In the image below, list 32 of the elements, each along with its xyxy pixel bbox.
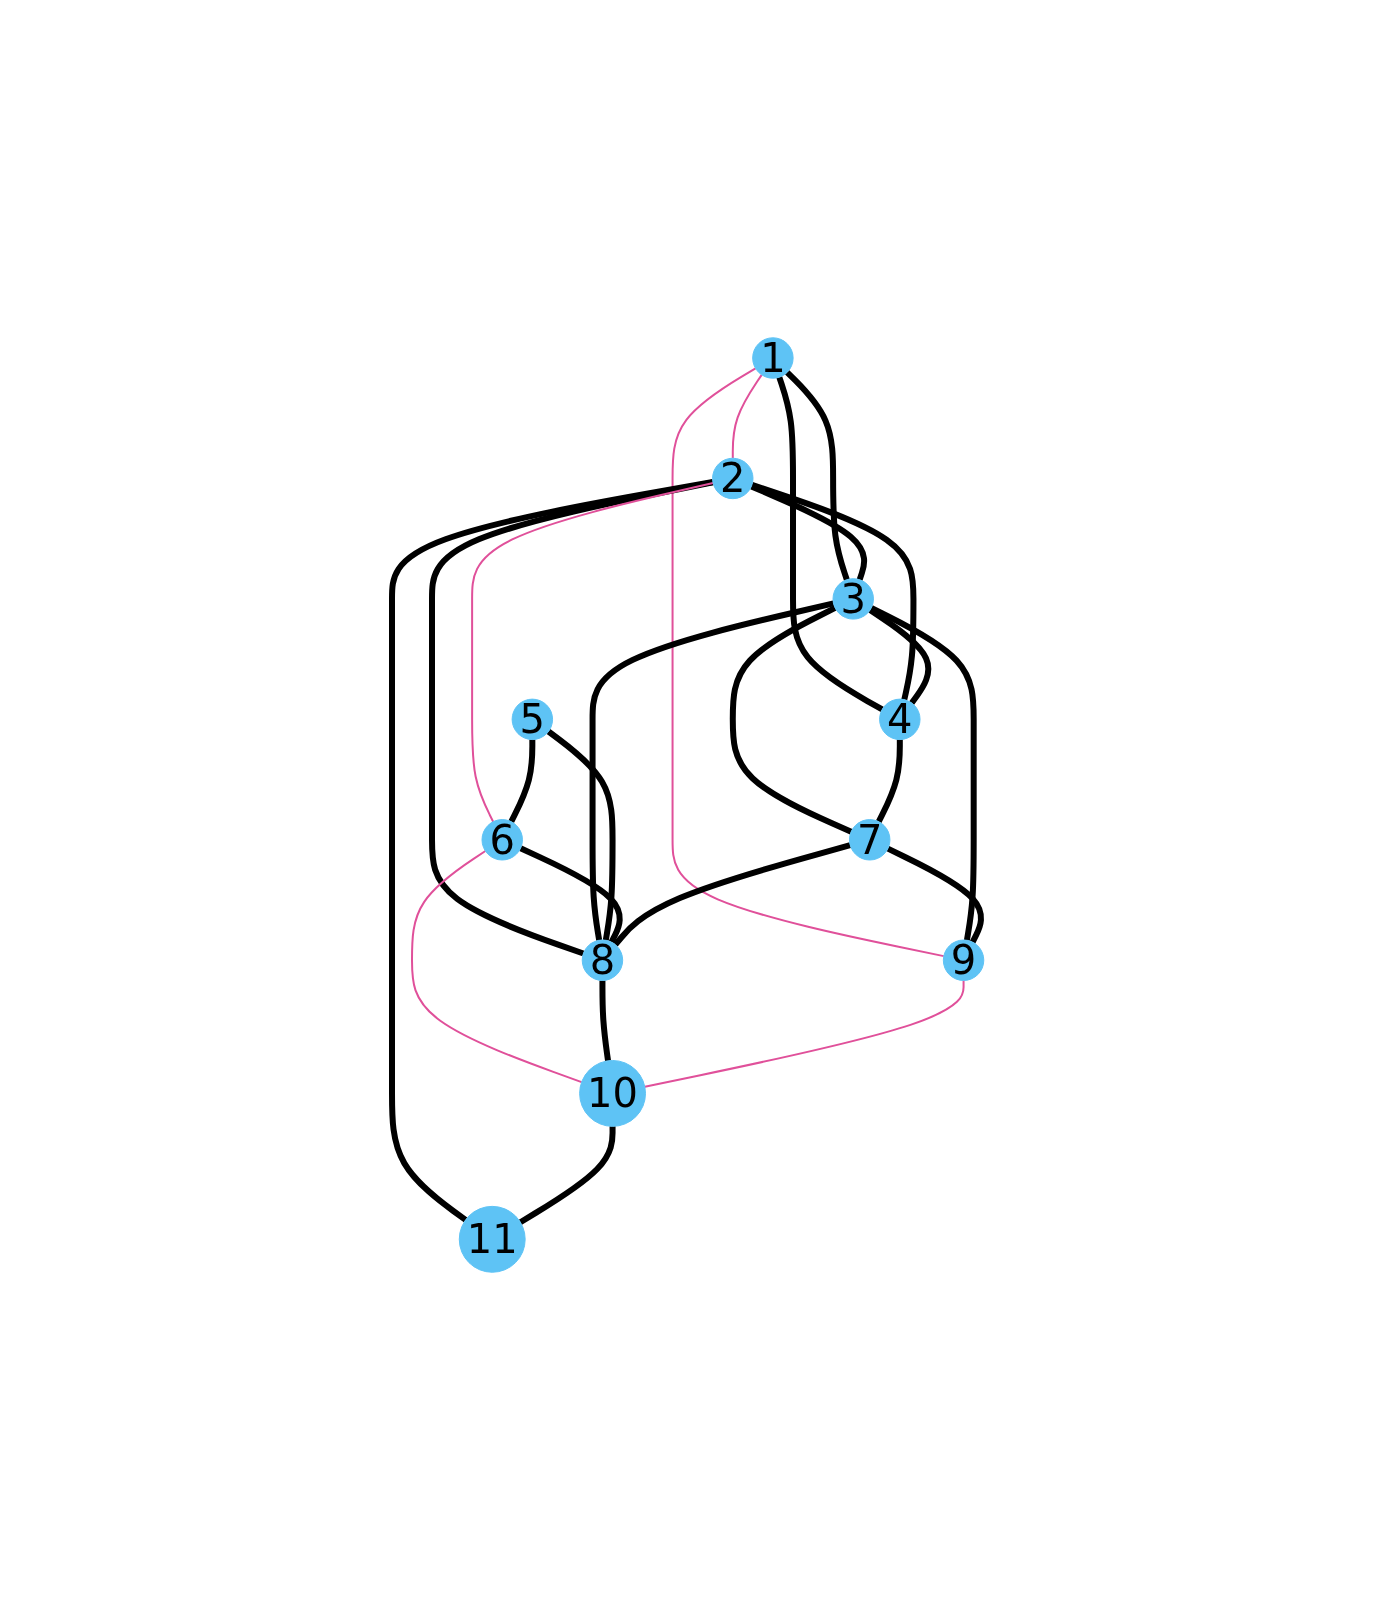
connector bbox=[751, 481, 917, 701]
connector bbox=[518, 1126, 616, 1225]
connector bbox=[546, 728, 616, 941]
connector bbox=[876, 739, 903, 823]
node-circle: 5 bbox=[511, 698, 554, 740]
connector bbox=[589, 600, 835, 941]
connector bbox=[613, 842, 852, 947]
connector bbox=[870, 605, 977, 941]
node-circle: 11 bbox=[458, 1205, 526, 1273]
connector bbox=[411, 849, 583, 1083]
node-circle: 4 bbox=[879, 698, 921, 740]
node-circle: 3 bbox=[832, 578, 875, 620]
node-circle: 1 bbox=[752, 337, 794, 379]
connector bbox=[389, 478, 714, 1223]
connector bbox=[729, 605, 853, 835]
connector bbox=[599, 980, 612, 1062]
node-circle: 7 bbox=[849, 818, 891, 861]
connector bbox=[731, 373, 763, 460]
connector bbox=[643, 979, 965, 1088]
connector bbox=[776, 376, 884, 712]
connector bbox=[429, 479, 714, 957]
connector bbox=[886, 845, 985, 944]
connector bbox=[671, 367, 945, 957]
node-circle: 2 bbox=[712, 457, 754, 500]
connector bbox=[785, 370, 850, 581]
connector bbox=[519, 845, 623, 944]
connector bbox=[471, 481, 715, 823]
connector bbox=[508, 739, 536, 823]
node-circle: 9 bbox=[942, 939, 985, 981]
node-circle: 10 bbox=[579, 1059, 647, 1127]
node-circle: 8 bbox=[581, 939, 624, 981]
node-circle: 6 bbox=[481, 818, 524, 861]
